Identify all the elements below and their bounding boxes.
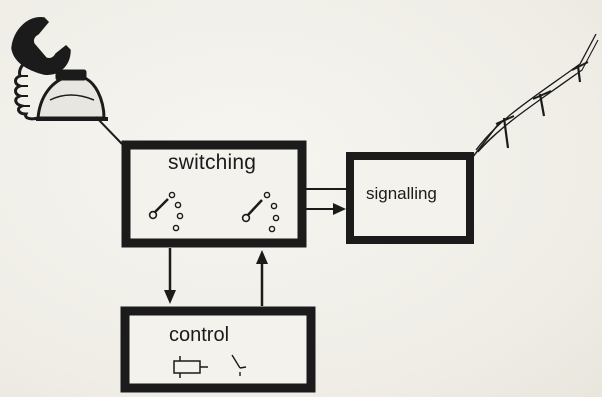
switch-contact-icon (241, 191, 280, 233)
switch-contact-icon (148, 191, 184, 232)
signalling-block (346, 152, 474, 244)
switching-to-control-arrow (164, 248, 176, 304)
signalling-label: signalling (366, 184, 437, 203)
telephone-icon (11, 17, 123, 145)
switching-label: switching (168, 151, 257, 174)
relay-contact-icon (231, 354, 247, 376)
relay-coil-icon (173, 356, 208, 378)
switching-signalling-connector (306, 188, 346, 215)
control-block (120, 306, 316, 393)
control-to-switching-arrow (256, 250, 268, 306)
control-label: control (169, 324, 230, 346)
telephone-line-pole-icon (471, 33, 599, 159)
